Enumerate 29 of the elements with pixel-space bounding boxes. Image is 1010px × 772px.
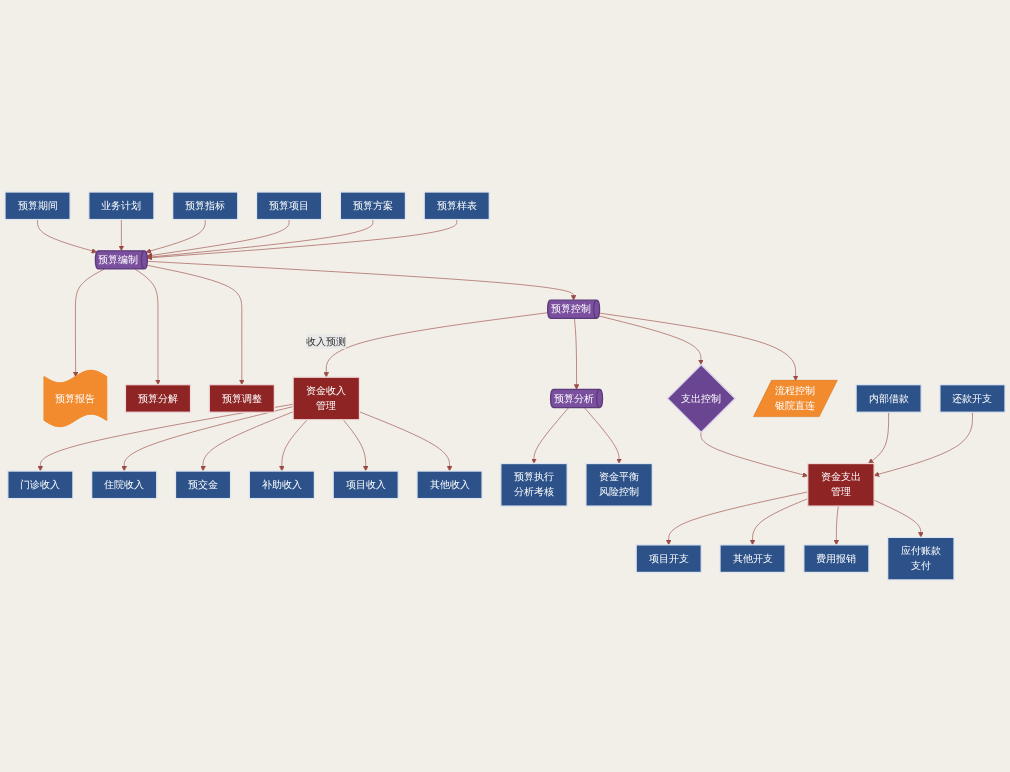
edge-label: 收入预测 — [306, 335, 347, 348]
node-box: 其他开支 — [719, 544, 786, 574]
node-text: 预算编制 — [98, 253, 139, 266]
node-box: 预算调整 — [208, 384, 275, 413]
node-box: 资金平衡风险控制 — [585, 462, 653, 507]
node-box: 门诊收入 — [7, 470, 74, 500]
node-diamond: 支出控制 — [666, 363, 736, 434]
node-box: 资金支出管理 — [807, 462, 875, 507]
node-box: 业务计划 — [88, 191, 155, 221]
node-box: 预算指标 — [172, 191, 239, 221]
node-box: 预算项目 — [255, 191, 323, 221]
node-text: 预算控制 — [550, 303, 591, 315]
node-text: 预算分析 — [553, 392, 594, 405]
node-box: 住院收入 — [91, 470, 158, 500]
node-box: 资金收入管理 — [292, 376, 361, 421]
node-box: 预交金 — [174, 470, 232, 500]
node-box: 费用报销 — [803, 544, 870, 574]
node-box: 还款开支 — [939, 384, 1006, 413]
node-box: 应付账款支付 — [887, 536, 955, 581]
node-box: 预算方案 — [339, 191, 407, 221]
node-box: 预算分解 — [124, 384, 192, 413]
node-box: 补助收入 — [248, 470, 316, 500]
node-box: 预算执行分析考核 — [500, 462, 568, 507]
node-box: 预算样表 — [423, 191, 490, 221]
node-box: 其他收入 — [416, 470, 483, 500]
node-box: 预算期间 — [4, 191, 71, 221]
node-box: 项目开支 — [635, 544, 702, 574]
node-box: 项目收入 — [332, 470, 399, 500]
node-box: 内部借款 — [855, 384, 922, 413]
